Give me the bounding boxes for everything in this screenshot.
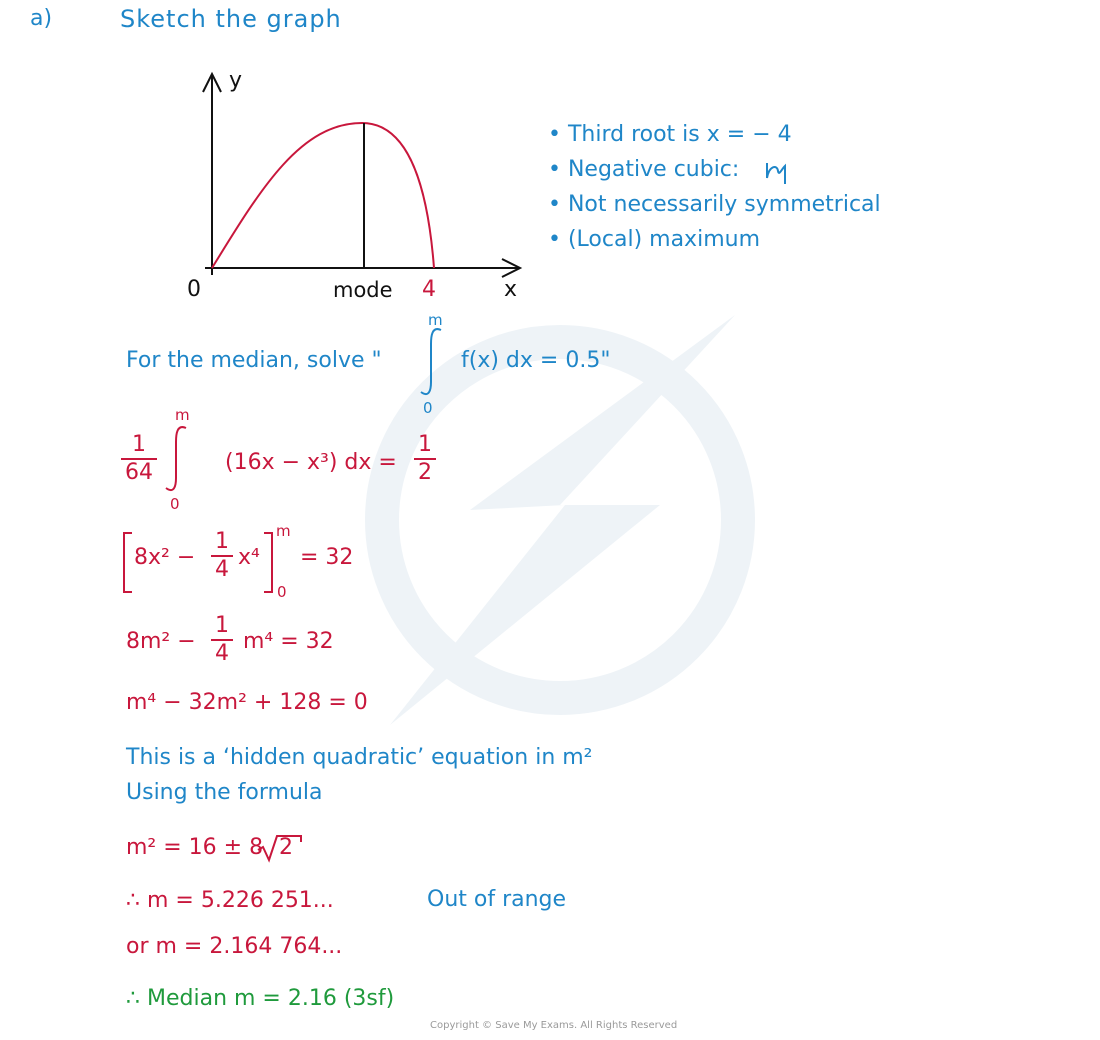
x-axis-label: x <box>504 277 518 302</box>
step2-term2: x⁴ <box>238 545 260 570</box>
step1-coefficient: 1 64 <box>121 433 157 485</box>
heading: Sketch the graph <box>120 5 342 33</box>
step3-term2: m⁴ = 32 <box>243 629 334 654</box>
step1-rhs-numerator: 1 <box>418 432 432 457</box>
mode-label: mode <box>333 278 393 302</box>
step2-fraction: 1 4 <box>211 530 233 582</box>
step1-coef-denominator: 64 <box>125 460 153 485</box>
step4-equation: m⁴ − 32m² + 128 = 0 <box>126 690 368 715</box>
note-negative-cubic: • Negative cubic: <box>548 157 740 182</box>
median-intro-prefix: For the median, solve " <box>126 348 382 373</box>
step3-fraction: 1 4 <box>211 614 233 666</box>
step2-term1: 8x² − <box>134 545 196 570</box>
y-axis-label: y <box>229 68 243 93</box>
part-label: a) <box>30 6 53 31</box>
copyright: Copyright © Save My Exams. All Rights Re… <box>430 1020 678 1031</box>
hidden-quadratic-line2: Using the formula <box>126 780 323 805</box>
out-of-range-note: Out of range <box>427 887 567 912</box>
result2: or m = 2.164 764... <box>126 934 343 959</box>
step3-frac-numerator: 1 <box>215 613 229 638</box>
step1-integrand: (16x − x³) dx = <box>225 450 397 475</box>
x-axis-arrow <box>501 258 523 278</box>
step1-rhs-denominator: 2 <box>418 460 432 485</box>
step2-frac-numerator: 1 <box>215 529 229 554</box>
step2-upper-limit: m <box>276 522 291 540</box>
origin-label: 0 <box>187 277 201 302</box>
step2-lower-limit: 0 <box>277 583 287 601</box>
note-third-root: • Third root is x = − 4 <box>548 122 792 147</box>
step1-upper-limit: m <box>175 406 190 424</box>
pdf-curve <box>211 121 435 269</box>
root-label: 4 <box>422 277 436 302</box>
y-axis-arrow <box>202 71 222 93</box>
median-intro-upper-limit: m <box>428 311 443 329</box>
note-local-maximum: • (Local) maximum <box>548 227 760 252</box>
result1: ∴ m = 5.226 251... <box>126 888 334 913</box>
median-intro-suffix: f(x) dx = 0.5" <box>461 348 611 373</box>
note-not-symmetrical: • Not necessarily symmetrical <box>548 192 881 217</box>
final-answer: ∴ Median m = 2.16 (3sf) <box>126 986 395 1011</box>
step2-frac-denominator: 4 <box>215 557 229 582</box>
step3-term1: 8m² − <box>126 629 196 654</box>
hidden-quadratic-line1: This is a ‘hidden quadratic’ equation in… <box>126 745 593 770</box>
step1-lower-limit: 0 <box>170 495 180 513</box>
step2-rhs: = 32 <box>300 545 354 570</box>
step1-rhs: 1 2 <box>414 433 436 485</box>
step1-coef-numerator: 1 <box>132 432 146 457</box>
formula-lhs: m² = 16 ± 8 <box>126 835 264 860</box>
median-intro-lower-limit: 0 <box>423 399 433 417</box>
step3-frac-denominator: 4 <box>215 641 229 666</box>
formula-radicand: 2 <box>279 835 293 860</box>
